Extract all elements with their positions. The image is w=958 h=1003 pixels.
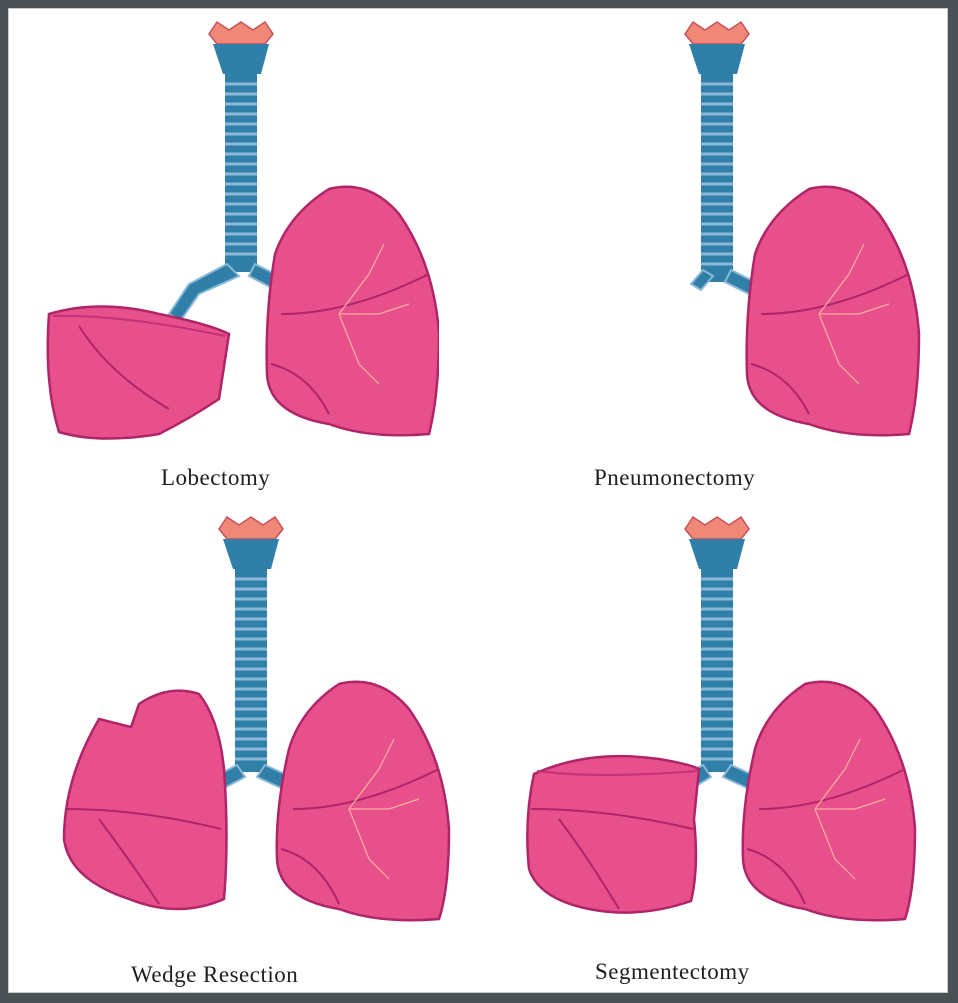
left-lung <box>743 682 915 920</box>
larynx <box>219 517 283 569</box>
caption-segmentectomy: Segmentectomy <box>595 959 750 985</box>
right-lung-lower-lobe <box>48 307 229 439</box>
left-lung <box>747 187 919 435</box>
caption-pneumonectomy: Pneumonectomy <box>594 465 755 491</box>
larynx <box>685 517 749 569</box>
caption-lobectomy: Lobectomy <box>161 465 270 491</box>
larynx <box>685 22 749 74</box>
caption-wedge-resection: Wedge Resection <box>131 962 298 988</box>
figure-frame: Lobectomy <box>8 8 948 993</box>
right-lung-segment-removed <box>527 756 699 912</box>
right-lung-wedge-removed <box>64 691 227 909</box>
larynx <box>209 22 273 74</box>
lobectomy-illustration <box>39 14 439 454</box>
left-lung <box>267 187 439 435</box>
left-lung <box>277 682 449 920</box>
wedge-resection-illustration <box>39 509 469 939</box>
segmentectomy-illustration <box>499 509 939 939</box>
pneumonectomy-illustration <box>479 14 939 454</box>
